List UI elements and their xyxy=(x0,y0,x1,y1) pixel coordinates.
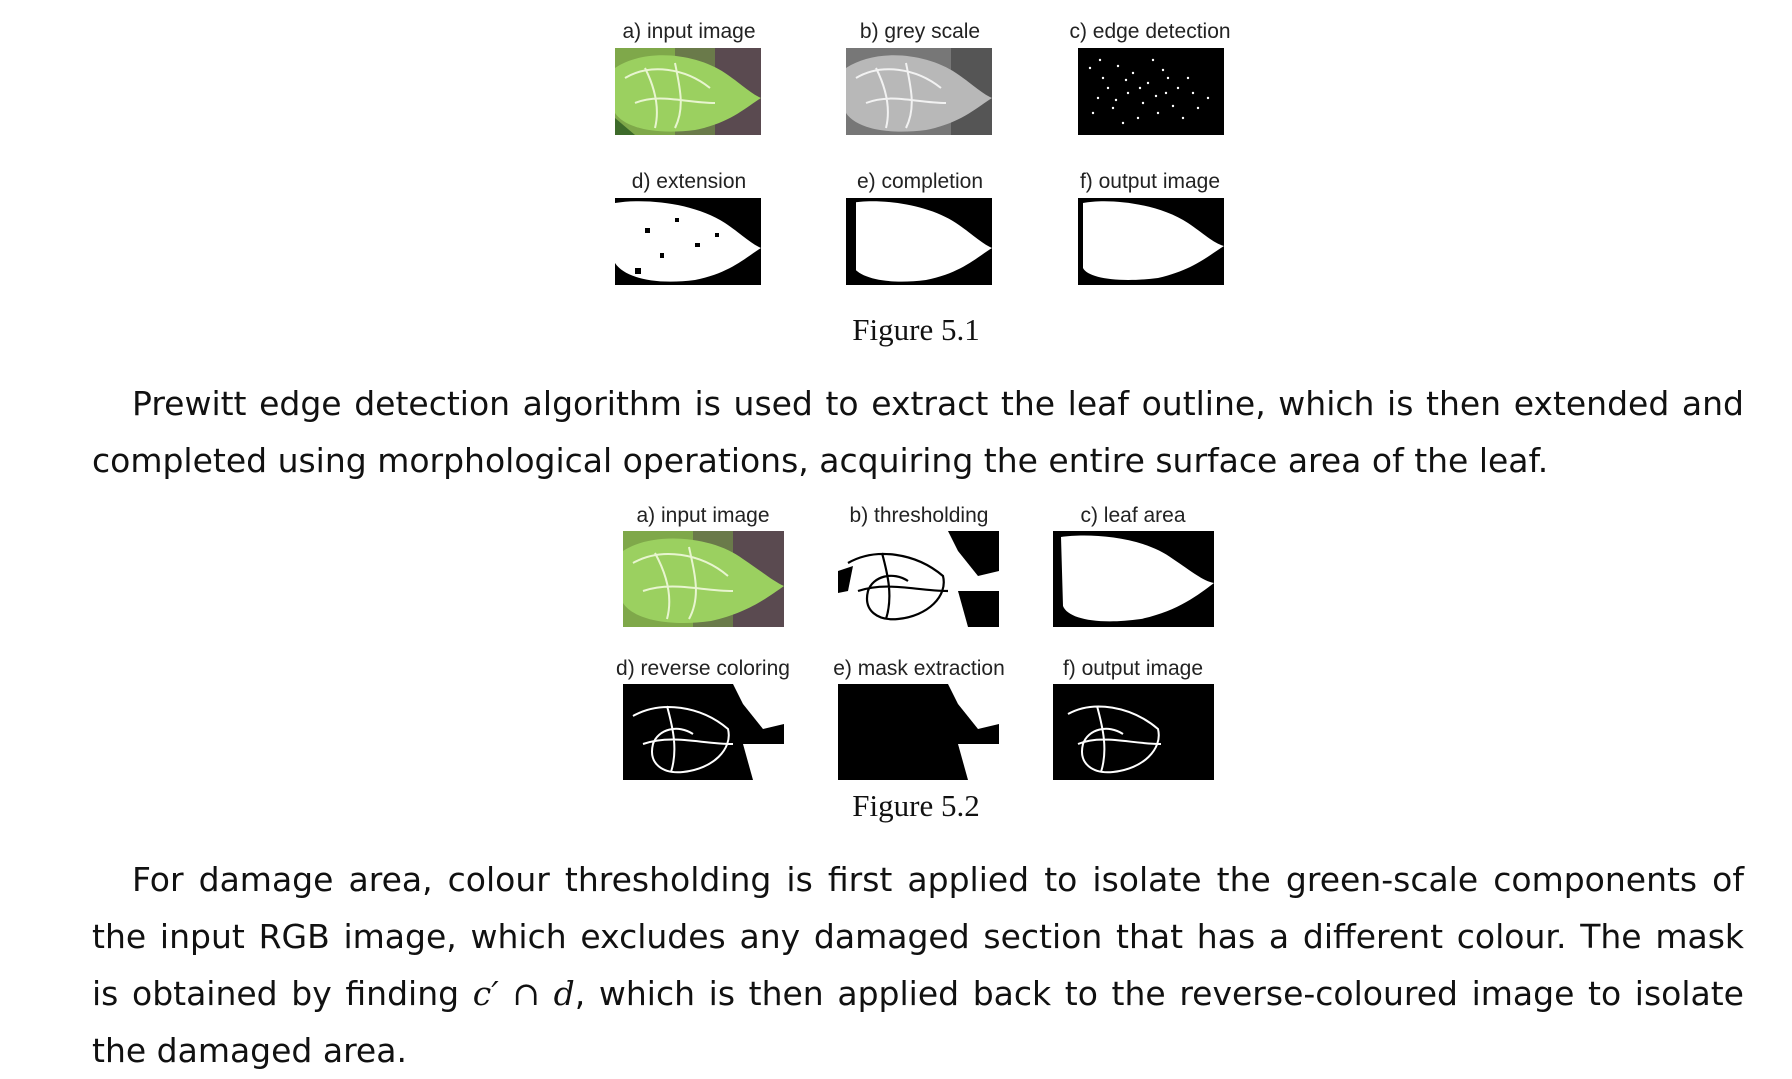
math-expression: c′ ∩ d xyxy=(472,974,575,1013)
reverse-coloring-image xyxy=(623,684,784,780)
mask-extraction-image xyxy=(838,684,999,780)
paragraph-line: is obtained by finding c′ ∩ d, which is … xyxy=(92,965,1744,1022)
output-image-leaf-mask xyxy=(1078,198,1224,285)
extension-image xyxy=(615,198,761,285)
panel-label-extension: d) extension xyxy=(631,170,747,193)
paragraph-damage-area: For damage area, colour thresholding is … xyxy=(92,851,1744,1079)
paragraph-line: For damage area, colour thresholding is … xyxy=(132,860,1744,899)
panel-label-output-image: f) output image xyxy=(1062,657,1204,680)
paragraph-line: completed using morphological operations… xyxy=(92,441,1549,480)
input-image-leaf-photo xyxy=(623,531,784,627)
paragraph-text: , which is then applied back to the reve… xyxy=(574,974,1744,1013)
panel-label-input-image: a) input image xyxy=(622,20,756,43)
figure-caption: Figure 5.1 xyxy=(852,312,980,347)
panel-label-completion: e) completion xyxy=(856,170,984,193)
thresholding-image xyxy=(838,531,999,627)
edge-detection-image xyxy=(1078,48,1224,135)
figure-caption: Figure 5.2 xyxy=(852,788,980,823)
leaf-area-image xyxy=(1053,531,1214,627)
panel-label-thresholding: b) thresholding xyxy=(849,504,989,527)
input-image-leaf-photo xyxy=(615,48,761,135)
completion-image xyxy=(846,198,992,285)
grey-scale-image xyxy=(846,48,992,135)
paragraph-line: the input RGB image, which excludes any … xyxy=(92,917,1744,956)
paragraph-line: the damaged area. xyxy=(92,1031,407,1070)
panel-label-output-image: f) output image xyxy=(1079,170,1221,193)
paragraph-line: Prewitt edge detection algorithm is used… xyxy=(132,384,1744,423)
paragraph-text: is obtained by finding xyxy=(92,974,460,1013)
panel-label-leaf-area: c) leaf area xyxy=(1080,504,1186,527)
output-image-damage xyxy=(1053,684,1214,780)
panel-label-grey-scale: b) grey scale xyxy=(859,20,981,43)
paragraph-prewitt: Prewitt edge detection algorithm is used… xyxy=(92,375,1744,489)
panel-label-edge-detection: c) edge detection xyxy=(1069,20,1231,43)
panel-label-reverse-coloring: d) reverse coloring xyxy=(616,657,790,680)
panel-label-input-image: a) input image xyxy=(636,504,770,527)
panel-label-mask-extraction: e) mask extraction xyxy=(833,657,1005,680)
